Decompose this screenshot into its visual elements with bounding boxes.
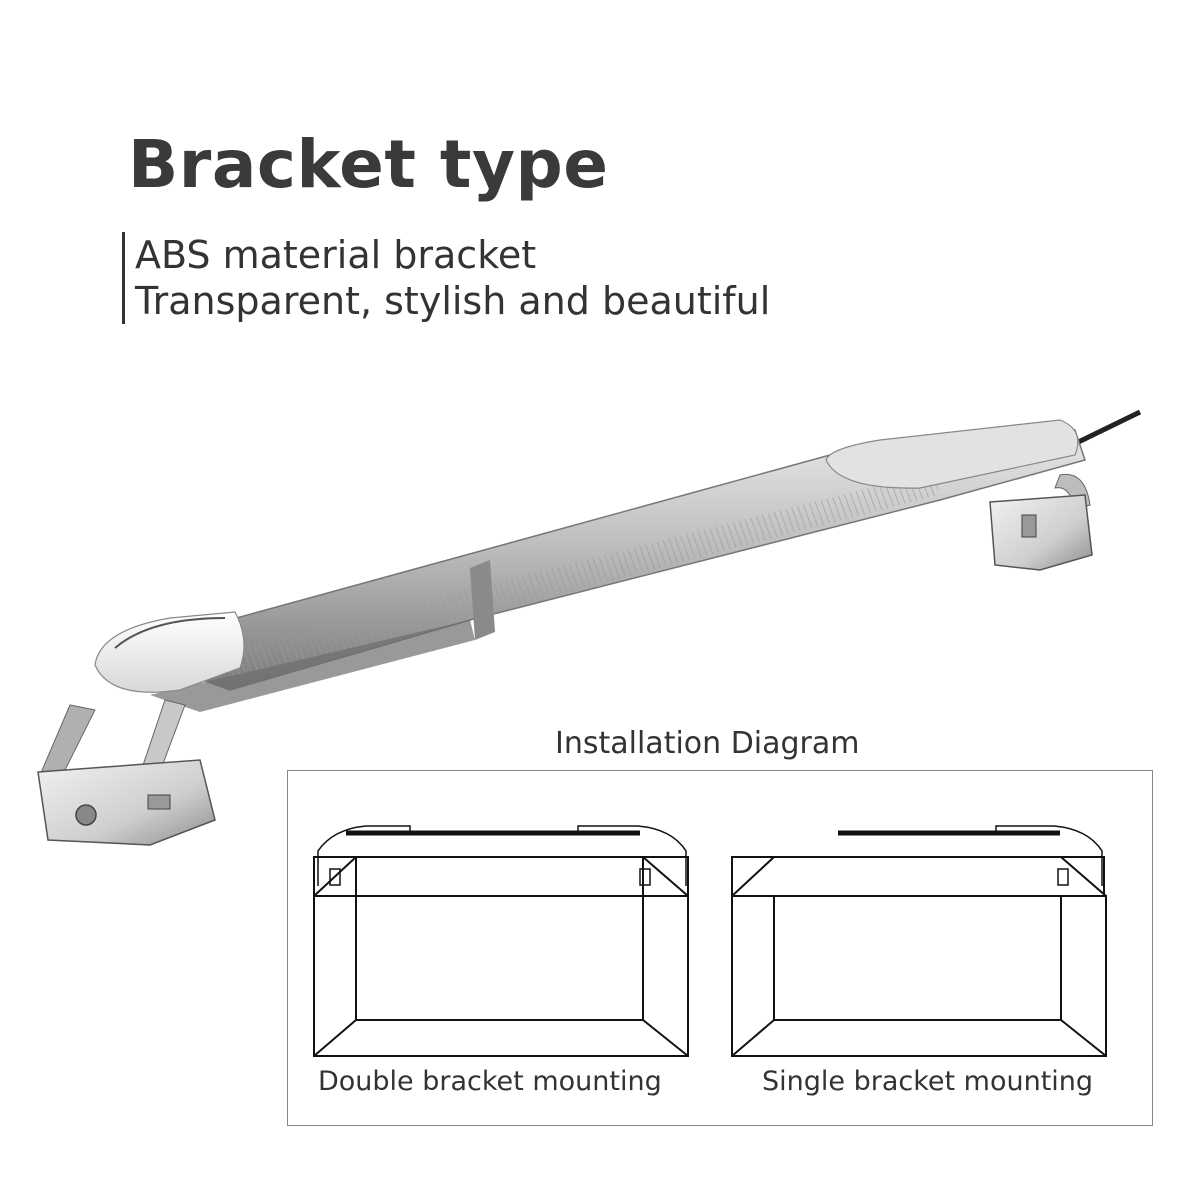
right-end-cap: [825, 419, 1079, 489]
led-light-bar-illustration: [37, 409, 1142, 846]
installation-diagram-frame: [287, 770, 1153, 1126]
single-bracket-tank: [731, 825, 1107, 1057]
double-bracket-tank: [313, 825, 689, 1057]
left-end-cap: [94, 611, 245, 693]
installation-diagram-heading: Installation Diagram: [555, 726, 860, 761]
feature-material: ABS material bracket: [135, 233, 537, 277]
page-title: Bracket type: [128, 126, 609, 203]
installation-diagram-drawing: [313, 825, 1107, 1057]
left-bracket-clamp: [37, 759, 216, 846]
feature-list: ABS material bracket Transparent, stylis…: [122, 232, 770, 324]
caption-single-bracket: Single bracket mounting: [762, 1066, 1094, 1097]
feature-style: Transparent, stylish and beautiful: [135, 279, 771, 323]
left-thumb-screw: [75, 804, 97, 826]
right-bracket-clamp: [989, 494, 1093, 571]
caption-double-bracket: Double bracket mounting: [318, 1066, 662, 1097]
